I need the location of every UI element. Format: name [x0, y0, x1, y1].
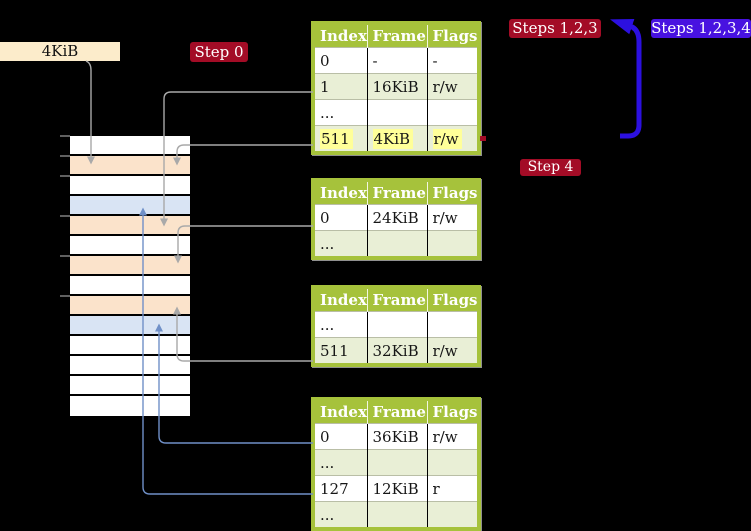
table-cell	[366, 449, 427, 476]
table-row: ...	[313, 99, 479, 126]
connector-t1-entry511-to-4kib-frame	[173, 144, 313, 166]
table-cell: r/w	[426, 337, 479, 365]
table-cell	[426, 501, 479, 529]
table-row: ...	[313, 449, 479, 476]
steps-1-2-3-badge: Steps 1,2,3	[509, 19, 601, 38]
column-header: Frame	[366, 399, 427, 424]
table-row: ...	[313, 501, 479, 529]
table-cell	[426, 449, 479, 476]
table-cell: 36KiB	[366, 423, 427, 450]
table-cell: 12KiB	[366, 475, 427, 502]
table-cell: ...	[313, 99, 367, 126]
memory-frame-row-white	[70, 236, 190, 256]
physical-memory-column	[68, 134, 192, 418]
memory-frame-row-white	[70, 396, 190, 416]
memory-frame-row-white	[70, 276, 190, 296]
table-cell: 32KiB	[366, 337, 427, 365]
column-header: Frame	[366, 180, 427, 205]
memory-frame-row-white	[70, 176, 190, 196]
memory-frame-row-blue	[70, 316, 190, 336]
table-cell	[366, 311, 427, 338]
column-header: Index	[313, 399, 367, 424]
table-cell: 0	[313, 423, 367, 450]
memory-frame-row-orange	[70, 216, 190, 236]
table-cell: ...	[313, 311, 367, 338]
memory-frame-row-white	[70, 356, 190, 376]
memory-frame-row-white	[70, 136, 190, 156]
shortcut-arrow	[610, 19, 642, 139]
table-cell: ...	[313, 449, 367, 476]
table-cell: r	[426, 475, 479, 502]
column-header: Index	[313, 180, 367, 205]
column-header: Flags	[426, 23, 479, 48]
column-header: Flags	[426, 180, 479, 205]
memory-frame-row-orange	[70, 256, 190, 276]
table-cell	[426, 99, 479, 126]
memory-frame-row-white	[70, 336, 190, 356]
table-cell: -	[426, 47, 479, 74]
memory-frame-row-orange	[70, 296, 190, 316]
table-cell: 1	[313, 73, 367, 100]
column-header: Index	[313, 23, 367, 48]
table-cell	[426, 230, 479, 258]
table-cell: ...	[313, 230, 367, 258]
frame-size-label: 4KiB	[0, 42, 120, 61]
table-row: 0--	[313, 47, 479, 74]
column-header: Frame	[366, 287, 427, 312]
table-cell	[366, 230, 427, 258]
connector-t3-entry511-to-32kib-frame	[173, 306, 313, 362]
table-cell: 0	[313, 47, 367, 74]
table-cell	[366, 99, 427, 126]
table-cell: ...	[313, 501, 367, 529]
memory-frame-row-blue	[70, 196, 190, 216]
memory-frame-row-white	[70, 376, 190, 396]
memory-frame-row-orange	[70, 156, 190, 176]
table-cell: 24KiB	[366, 204, 427, 231]
table-cell: r/w	[426, 423, 479, 450]
column-header: Frame	[366, 23, 427, 48]
table-row: ...	[313, 230, 479, 258]
table-cell: 16KiB	[366, 73, 427, 100]
table-cell: 4KiB	[366, 125, 427, 153]
connector-t2-entry0-to-24kib-frame	[174, 225, 313, 264]
table-cell: r/w	[426, 73, 479, 100]
table-cell: 0	[313, 204, 367, 231]
table-cell: r/w	[426, 125, 479, 153]
table-cell: r/w	[426, 204, 479, 231]
table-cell	[426, 311, 479, 338]
steps-1-2-3-4-badge: Steps 1,2,3,4	[651, 19, 751, 38]
table-cell: 127	[313, 475, 367, 502]
column-header: Flags	[426, 287, 479, 312]
table-cell: 511	[313, 337, 367, 365]
table-cell	[366, 501, 427, 529]
table-cell: 511	[313, 125, 367, 153]
table-row: ...	[313, 311, 479, 338]
column-header: Flags	[426, 399, 479, 424]
column-header: Index	[313, 287, 367, 312]
step-0-badge: Step 0	[190, 42, 248, 62]
step-4-badge: Step 4	[520, 159, 581, 176]
table-cell: -	[366, 47, 427, 74]
